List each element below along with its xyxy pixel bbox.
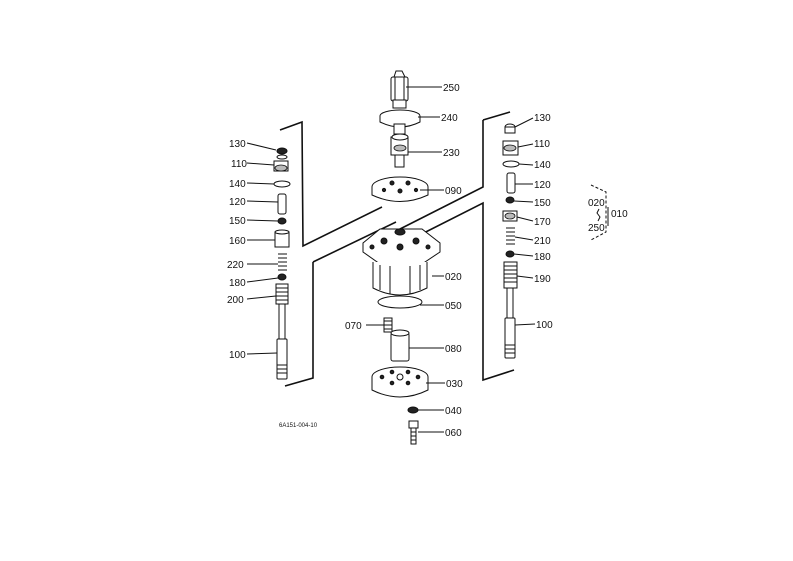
label-240: 240 <box>441 113 458 124</box>
label-right-210: 210 <box>534 236 551 247</box>
label-right-130: 130 <box>534 113 551 124</box>
label-left-140: 140 <box>229 179 246 190</box>
part-020 <box>362 228 441 296</box>
label-230: 230 <box>443 148 460 159</box>
label-060: 060 <box>445 428 462 439</box>
right-valve-stack <box>502 123 520 359</box>
assembly-guide-lines <box>279 111 607 387</box>
label-right-180: 180 <box>534 252 551 263</box>
part-040 <box>407 406 419 414</box>
left-valve-stack <box>273 147 291 380</box>
leader-lines <box>246 86 536 433</box>
label-left-220: 220 <box>227 260 244 271</box>
label-040: 040 <box>445 406 462 417</box>
label-left-100: 100 <box>229 350 246 361</box>
part-230 <box>390 133 409 168</box>
label-left-180: 180 <box>229 278 246 289</box>
assembly-key-010: 010 <box>611 209 628 220</box>
label-left-130: 130 <box>229 139 246 150</box>
assembly-key-020: 020 <box>588 198 605 209</box>
figure-code: 6A151-004-10 <box>279 423 318 429</box>
label-070: 070 <box>345 321 362 332</box>
label-right-140: 140 <box>534 160 551 171</box>
label-left-200: 200 <box>227 295 244 306</box>
part-240 <box>379 99 421 135</box>
part-250 <box>390 70 409 102</box>
part-060 <box>408 420 419 445</box>
label-left-120: 120 <box>229 197 246 208</box>
label-left-110: 110 <box>231 159 247 170</box>
label-right-150: 150 <box>534 198 551 209</box>
label-090: 090 <box>445 186 462 197</box>
part-050 <box>377 295 423 309</box>
label-right-190: 190 <box>534 274 551 285</box>
label-030: 030 <box>446 379 463 390</box>
label-020: 020 <box>445 272 462 283</box>
label-right-110: 110 <box>534 139 550 150</box>
label-left-160: 160 <box>229 236 246 247</box>
label-right-120: 120 <box>534 180 551 191</box>
assembly-key-250: 250 <box>588 223 605 234</box>
part-070 <box>383 317 393 333</box>
label-left-150: 150 <box>229 216 246 227</box>
assembly-key: 020 010 250 <box>588 198 628 234</box>
part-030 <box>371 366 429 398</box>
label-080: 080 <box>445 344 462 355</box>
part-090 <box>371 176 429 202</box>
label-250: 250 <box>443 83 460 94</box>
label-050: 050 <box>445 301 462 312</box>
label-right-100: 100 <box>536 320 553 331</box>
label-right-170: 170 <box>534 217 551 228</box>
part-080 <box>390 329 410 362</box>
